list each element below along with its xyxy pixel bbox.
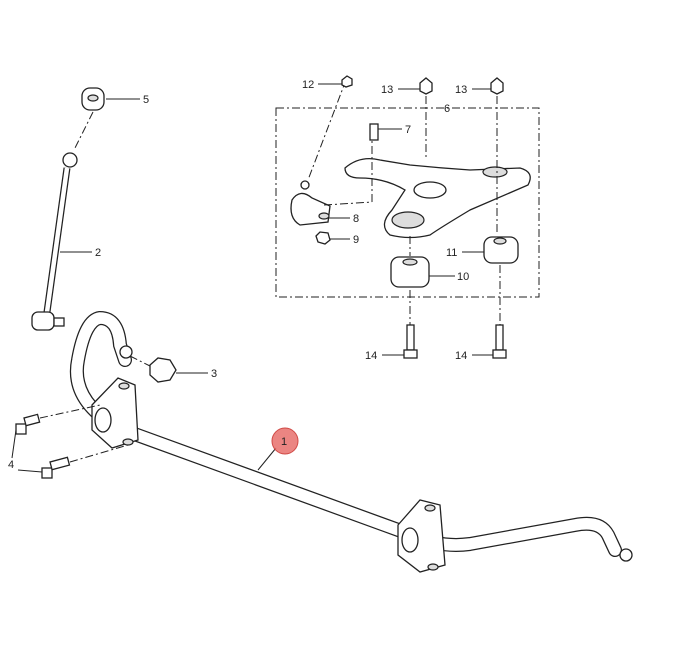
assembly-box-6 bbox=[275, 107, 540, 298]
control-arm bbox=[344, 157, 531, 239]
callout-9: 9 bbox=[353, 234, 359, 246]
callout-14-a: 14 bbox=[365, 350, 377, 362]
callout-13-a: 13 bbox=[381, 84, 393, 96]
nut-3 bbox=[149, 357, 177, 383]
bolt-14-a bbox=[406, 324, 415, 351]
bolt-14-b bbox=[495, 324, 504, 351]
stabilizer-link bbox=[31, 87, 105, 331]
callout-6: 6 bbox=[444, 103, 450, 115]
leader-lines bbox=[11, 83, 493, 473]
callout-14-b: 14 bbox=[455, 350, 467, 362]
callout-4: 4 bbox=[8, 459, 14, 471]
callout-11: 11 bbox=[446, 247, 457, 259]
nut-13-a bbox=[419, 77, 433, 95]
nut-9 bbox=[315, 231, 331, 245]
bushing-clamp-right bbox=[397, 499, 446, 573]
callout-1[interactable]: 1 bbox=[281, 436, 287, 448]
callout-7: 7 bbox=[405, 124, 411, 136]
callout-10: 10 bbox=[457, 271, 469, 283]
bushing-10 bbox=[390, 256, 430, 288]
bushing-11 bbox=[483, 236, 519, 264]
stabilizer-bar bbox=[69, 310, 633, 562]
bolts-4 bbox=[15, 404, 129, 479]
callout-8: 8 bbox=[353, 213, 359, 225]
callout-2: 2 bbox=[95, 247, 101, 259]
bushing-clamp-left bbox=[91, 377, 139, 449]
callout-5: 5 bbox=[143, 94, 149, 106]
callout-13-b: 13 bbox=[455, 84, 467, 96]
bolt-7 bbox=[369, 123, 379, 141]
callout-3: 3 bbox=[211, 368, 217, 380]
nut-13-b bbox=[490, 77, 504, 95]
ball-joint bbox=[290, 79, 373, 226]
part-1-highlight[interactable] bbox=[271, 427, 299, 455]
callout-12: 12 bbox=[302, 79, 314, 91]
nut-12 bbox=[341, 75, 353, 88]
